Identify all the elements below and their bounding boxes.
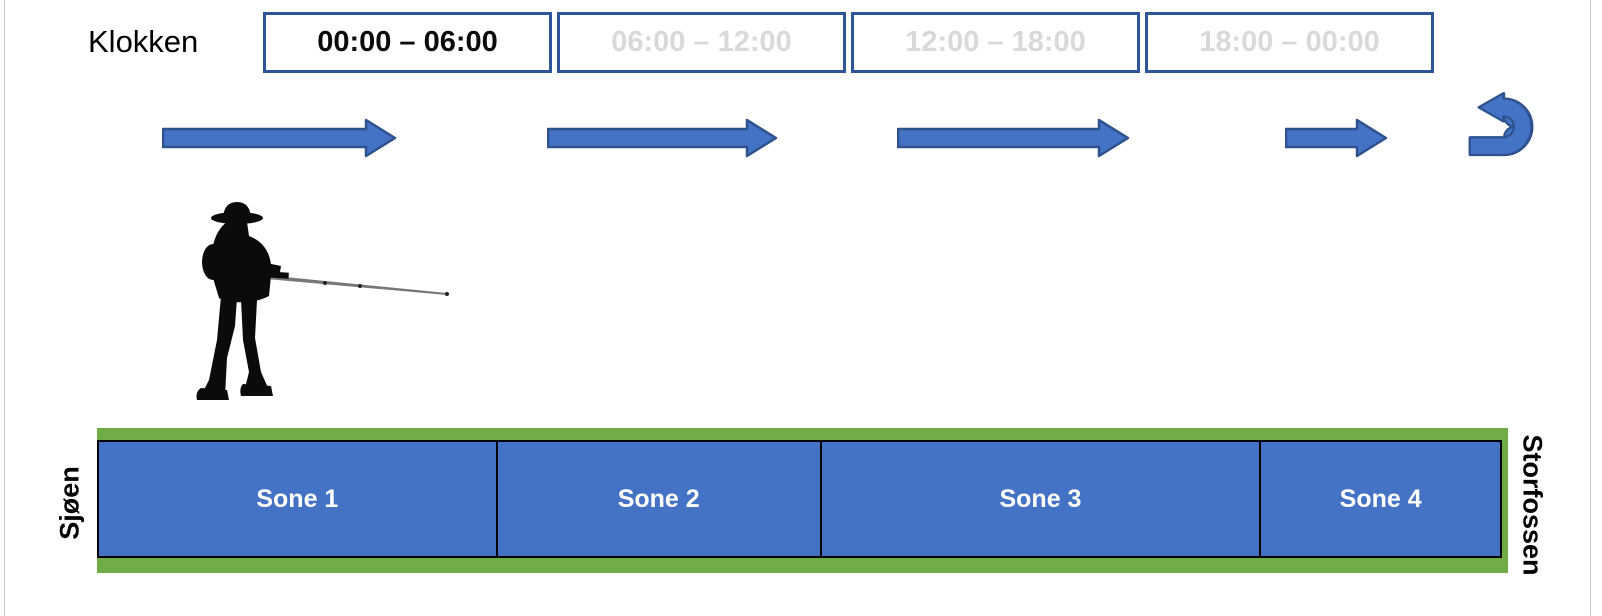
zone-sone-3: Sone 3	[819, 440, 1262, 558]
time-slot-06-12[interactable]: 06:00 – 12:00	[557, 12, 846, 73]
right-arrow-icon	[1285, 118, 1388, 158]
zone-sone-2: Sone 2	[495, 440, 822, 558]
river-bar: Sone 1 Sone 2 Sone 3 Sone 4	[97, 428, 1508, 573]
right-arrow-icon	[162, 118, 397, 158]
time-slot-12-18[interactable]: 12:00 – 18:00	[851, 12, 1140, 73]
clock-row-label: Klokken	[88, 24, 199, 59]
time-slot-18-00[interactable]: 18:00 – 00:00	[1145, 12, 1434, 73]
time-slot-00-06[interactable]: 00:00 – 06:00	[263, 12, 552, 73]
u-turn-arrow-icon	[1468, 92, 1534, 157]
right-arrow-icon	[897, 118, 1130, 158]
river-start-label: Sjøen	[54, 466, 85, 540]
fisherman-silhouette-icon	[196, 202, 449, 400]
zone-sone-1: Sone 1	[97, 440, 498, 558]
river-end-label: Storfossen	[1517, 434, 1548, 576]
time-slot-group: 00:00 – 06:00 06:00 – 12:00 12:00 – 18:0…	[263, 12, 1434, 73]
slide-edge-right	[1590, 0, 1591, 616]
slide-edge-left	[4, 0, 5, 616]
zone-sone-4: Sone 4	[1259, 440, 1502, 558]
zone-row: Sone 1 Sone 2 Sone 3 Sone 4	[97, 440, 1508, 558]
right-arrow-icon	[547, 118, 778, 158]
